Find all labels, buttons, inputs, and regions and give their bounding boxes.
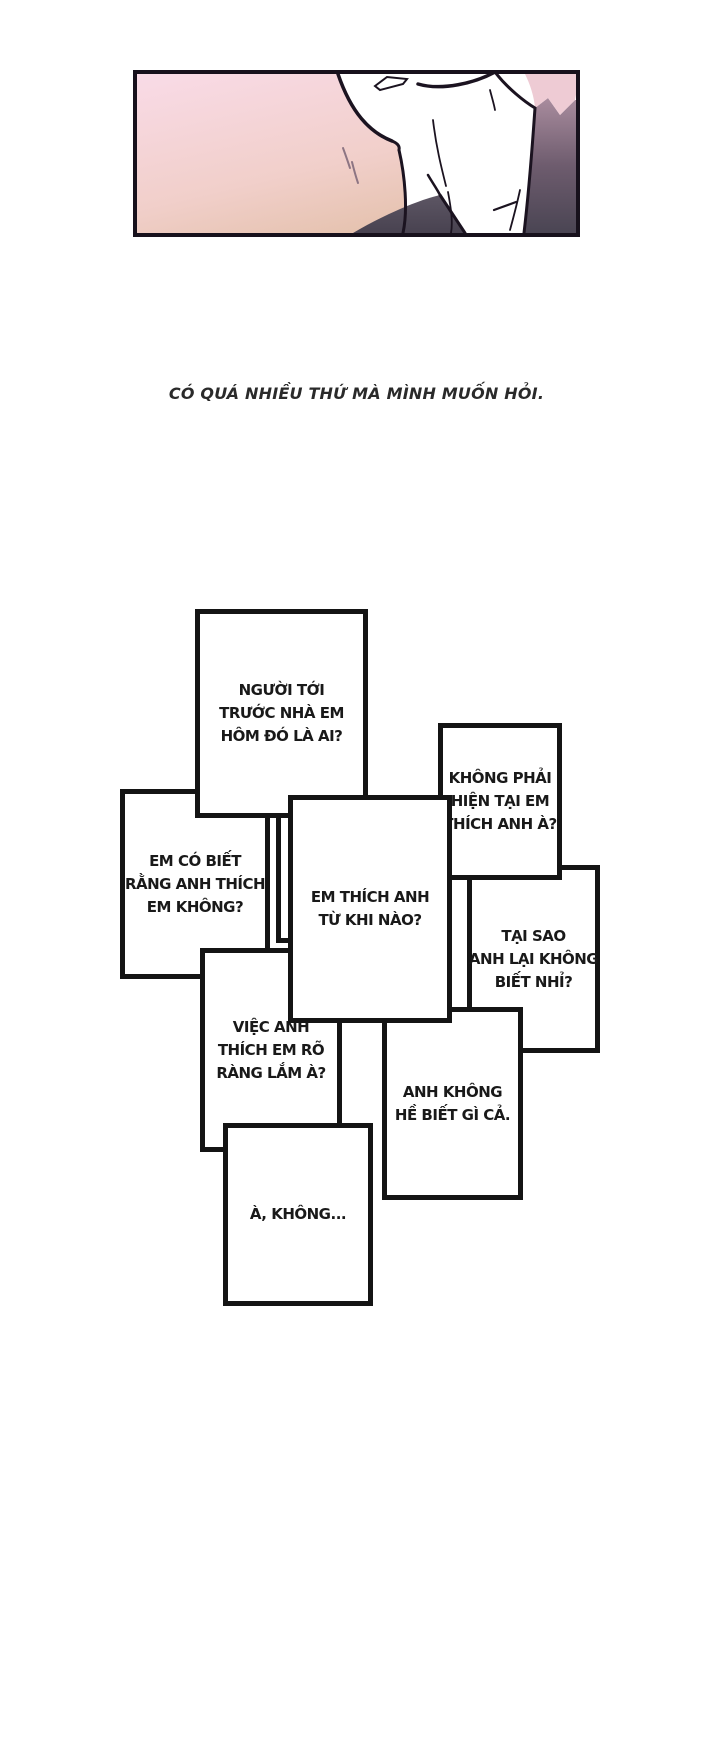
- figure-silhouette: [338, 74, 576, 233]
- thought-box-text: KHÔNG PHẢI HIỆN TẠI EM THÍCH ANH À?: [443, 769, 557, 833]
- line-art: [336, 74, 537, 233]
- thought-box-text: ANH KHÔNG HỀ BIẾT GÌ CẢ.: [394, 1082, 511, 1124]
- thought-box-text: À, KHÔNG...: [249, 1205, 347, 1223]
- panel-artwork: [137, 74, 576, 233]
- blush-stroke-1: [342, 147, 351, 169]
- thought-box-em-co-biet: EM CÓ BIẾT RẰNG ANH THÍCH EM KHÔNG?: [120, 789, 270, 979]
- corner-pink-patch: [525, 74, 576, 115]
- jacket-wedge: [353, 195, 465, 233]
- thought-box-text: VIỆC ANH THÍCH EM RÕ RÀNG LẮM À?: [216, 1017, 326, 1082]
- jaw-line: [336, 74, 394, 143]
- thought-box-em-thich-anh: EM THÍCH ANH TỪ KHI NÀO?: [288, 795, 452, 1023]
- thought-box-tai-sao: TẠI SAO ANH LẠI KHÔNG BIẾT NHỈ?: [467, 865, 600, 1053]
- thought-box-viec-anh: VIỆC ANH THÍCH EM RÕ RÀNG LẮM À?: [200, 948, 342, 1152]
- shoulder-seam-line: [494, 74, 537, 233]
- thought-box-khong-phai: KHÔNG PHẢI HIỆN TẠI EM THÍCH ANH À?: [438, 723, 562, 880]
- jacket-shoulder: [524, 98, 576, 233]
- thought-box-text: NGƯỜI TỚI TRƯỚC NHÀ EM HÔM ĐÓ LÀ AI?: [219, 681, 344, 745]
- neck-shade-stroke: [489, 89, 496, 111]
- jaw-ear-line: [416, 74, 495, 89]
- thought-box-anh-khong: ANH KHÔNG HỀ BIẾT GÌ CẢ.: [382, 1007, 523, 1200]
- art-panel: [133, 70, 580, 237]
- thought-box-text: EM THÍCH ANH TỪ KHI NÀO?: [310, 888, 430, 929]
- thought-box-nguoi-toi: NGƯỜI TỚI TRƯỚC NHÀ EM HÔM ĐÓ LÀ AI?: [195, 609, 368, 818]
- thought-box-text: EM CÓ BIẾT RẰNG ANH THÍCH EM KHÔNG?: [124, 851, 266, 916]
- neck-tendon-line-1: [432, 119, 447, 187]
- lip-shape: [373, 75, 409, 92]
- thought-box-a-khong: À, KHÔNG...: [223, 1123, 373, 1306]
- neck-front-line: [397, 148, 407, 233]
- blush-stroke-2: [351, 161, 359, 184]
- collar-edge-line: [426, 173, 442, 197]
- thought-box-text: TẠI SAO ANH LẠI KHÔNG BIẾT NHỈ?: [468, 926, 599, 991]
- narration-caption: CÓ QUÁ NHIỀU THỨ MÀ MÌNH MUỐN HỎI.: [168, 384, 545, 403]
- blush-marks: [342, 147, 359, 184]
- collar-fold-line: [509, 189, 521, 231]
- collar-dash: [492, 200, 518, 212]
- shirt-edge-line: [438, 193, 467, 233]
